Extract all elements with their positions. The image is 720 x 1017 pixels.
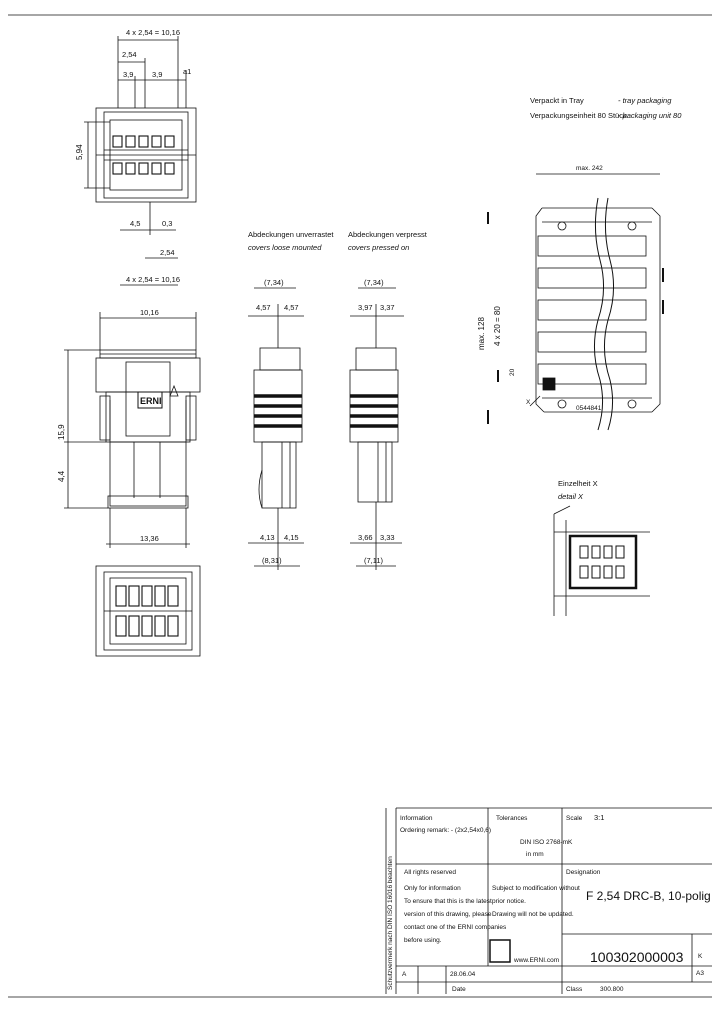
tb-subject-2: prior notice. (492, 898, 526, 905)
dim-side-b-b: 3,37 (380, 303, 395, 312)
side-a-title-en: covers loose mounted (248, 243, 322, 252)
dim-front-height-total: 15,9 (57, 424, 66, 440)
dim-side-a-bot-a: 4,13 (260, 533, 275, 542)
dim-side-b-bot-a: 3,66 (358, 533, 373, 542)
dim-side-b-bot-b: 3,33 (380, 533, 395, 542)
dim-front-height-low: 4,4 (57, 470, 66, 482)
tb-rev-a: A (402, 971, 407, 978)
dim-top-a: 3,9 (123, 70, 133, 79)
side-b-title-en: covers pressed on (348, 243, 409, 252)
top-view (84, 36, 197, 235)
tb-information: Information (400, 815, 433, 822)
erni-logo (137, 391, 163, 409)
tray-part: 0544841 (576, 405, 602, 412)
title-block-lines (385, 807, 712, 994)
dim-side-b-a: 3,97 (358, 303, 373, 312)
tb-scale-value: 3:1 (594, 813, 604, 822)
tb-col-class: Class (566, 986, 583, 993)
detail-de: Einzelheit X (558, 479, 598, 488)
dim-top-overall: 4 x 2,54 = 10,16 (126, 28, 180, 37)
side-b-title-de: Abdeckungen verpresst (348, 230, 428, 239)
dim-side-a-top: (7,34) (264, 278, 284, 287)
tb-part-number: 100302000003 (590, 949, 684, 965)
detail-en: detail X (558, 492, 584, 501)
dim-side-a-a: 4,57 (256, 303, 271, 312)
bottom-view (95, 565, 201, 657)
tray-drawing (487, 173, 664, 431)
tb-tol-note: DIN ISO 2768-mK (520, 839, 573, 846)
dim-front-width: 10,16 (140, 308, 159, 317)
tb-col-date: Date (452, 986, 466, 993)
pack-de-2: Verpackungseinheit 80 Stück (530, 111, 627, 120)
tray-height: max. 128 (477, 317, 486, 350)
side-note: Schutzvermerk nach DIN ISO 16016 beachte… (387, 856, 394, 990)
dim-top-height: 5,94 (75, 144, 84, 160)
front-view (64, 257, 201, 548)
dim-side-b-top: (7,34) (364, 278, 384, 287)
side-view-loose (248, 287, 304, 570)
tb-scale-label: Scale (566, 815, 583, 822)
tb-update-1: To ensure that this is the latest (404, 898, 492, 905)
tb-rev-date: 28.06.04 (450, 971, 476, 978)
pack-de-1: Verpackt in Tray (530, 96, 584, 105)
tray-small: 20 (509, 368, 516, 376)
tb-update-2: version of this drawing, please (404, 911, 492, 918)
tb-class-value: 300.800 (600, 986, 624, 993)
dim-front-pitch: 2,54 (160, 248, 175, 257)
dim-top-side: a1 (183, 67, 191, 76)
tb-title: F 2,54 DRC-B, 10-polig (586, 889, 711, 903)
dim-front-overall: 4 x 2,54 = 10,16 (126, 275, 180, 284)
tb-ordering: Ordering remark: - (2x2,54x0,6) (400, 827, 491, 834)
tb-web: www.ERNI.com (513, 957, 559, 964)
tb-rights: All rights reserved (404, 869, 456, 876)
tray-x: X (526, 399, 531, 406)
dim-top-pitch: 2,54 (122, 50, 137, 59)
dim-top-low-a: 4,5 (130, 219, 140, 228)
dim-top-low-b: 0,3 (162, 219, 172, 228)
side-view-pressed (349, 287, 404, 570)
pack-en-1: - tray packaging (618, 96, 672, 105)
side-a-title-de: Abdeckungen unverrastet (248, 230, 334, 239)
dim-top-b: 3,9 (152, 70, 162, 79)
tb-tol-unit: in mm (526, 851, 544, 858)
tb-update-3: contact one of the ERNI companies (404, 924, 507, 931)
tb-update-4: before using. (404, 937, 442, 944)
tb-only-info: Only for information (404, 885, 461, 892)
brand-label: ERNI (140, 396, 162, 406)
tb-sheet-k: K (698, 953, 703, 960)
dim-side-a-bot-total: (8,31) (262, 556, 282, 565)
dim-side-a-b: 4,57 (284, 303, 299, 312)
tray-width: max. 242 (576, 165, 603, 172)
tb-subject-3: Drawing will not be updated. (492, 911, 574, 918)
dim-side-b-bot-total: (7,11) (364, 556, 384, 565)
tb-designation: Designation (566, 869, 601, 876)
tb-sheet-a: A3 (696, 970, 704, 977)
detail-x-drawing (553, 505, 650, 616)
tb-subject-1: Subject to modification without (492, 885, 580, 892)
tray-pitch: 4 x 20 = 80 (493, 306, 502, 346)
dim-front-bottom: 13,36 (140, 534, 159, 543)
dim-side-a-bot-b: 4,15 (284, 533, 299, 542)
pack-en-2: - packaging unit 80 (618, 111, 682, 120)
tb-tolerances: Tolerances (496, 815, 528, 822)
